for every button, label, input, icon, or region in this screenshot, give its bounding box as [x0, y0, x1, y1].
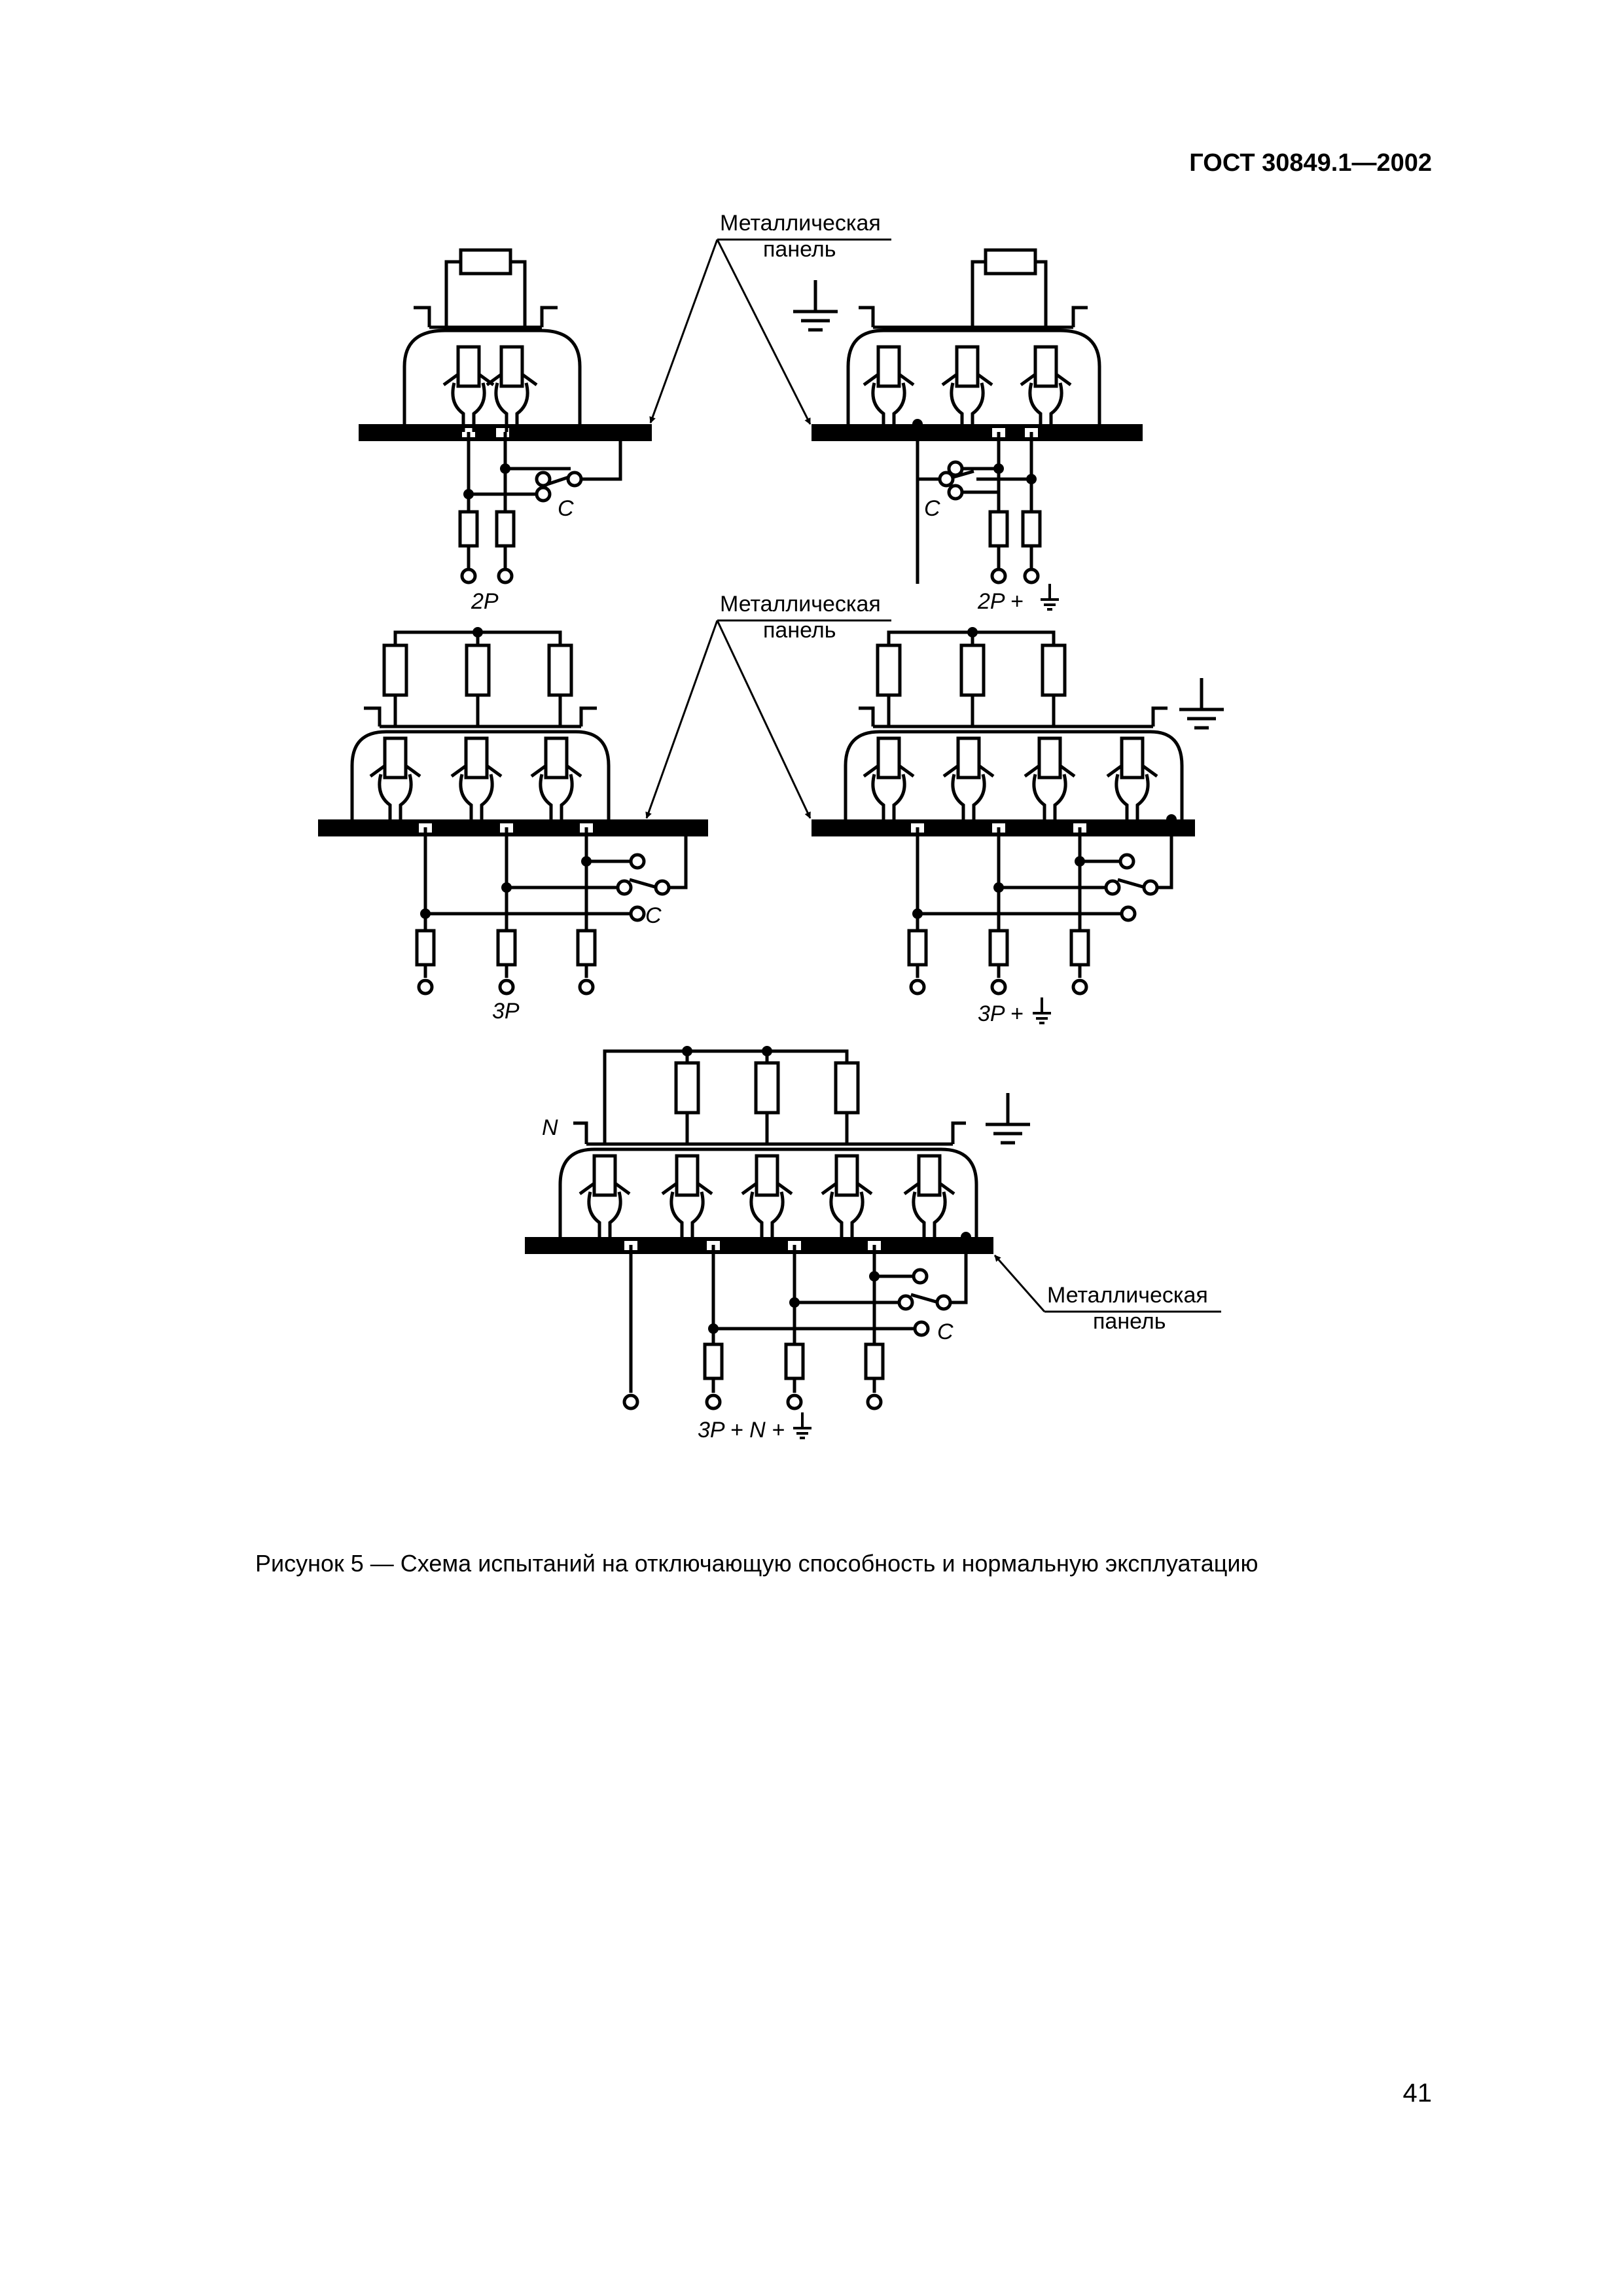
page-number: 41 [1402, 2079, 1433, 2108]
switch-label: C [645, 903, 662, 928]
switch-label: C [924, 496, 940, 521]
panel-callout-2: Металлическая панель [645, 592, 891, 819]
panel-label-line2: панель [763, 237, 836, 262]
switch-label: C [558, 496, 574, 521]
earth-ground-icon [1179, 678, 1224, 728]
diagram-3p-ground: 3P + [812, 627, 1195, 1026]
panel-label-line2: панель [1093, 1309, 1166, 1334]
figure-caption: Рисунок 5 — Схема испытаний на отключающ… [255, 1550, 1258, 1577]
earth-ground-icon [986, 1093, 1030, 1143]
diagram-3p: C 3P [318, 627, 708, 1024]
panel-label-line1: Металлическая [1047, 1283, 1208, 1308]
neutral-label: N [542, 1115, 558, 1140]
config-label-2p: 2P [471, 589, 499, 614]
config-label-2p-ground: 2P + [977, 589, 1024, 614]
config-label-3p-ground: 3P + [978, 1001, 1024, 1026]
config-label-3pn-ground: 3P + N + [698, 1418, 785, 1443]
panel-callout-1: Металлическая панель [649, 211, 891, 425]
load-resistor [984, 248, 1037, 276]
page-header: ГОСТ 30849.1—2002 [1189, 149, 1432, 177]
diagram-3pn-ground: C N 3P + N + [525, 1046, 993, 1443]
earth-ground-icon [793, 280, 838, 330]
diagram-2p: C 2P [359, 248, 652, 614]
panel-label-line2: панель [763, 618, 836, 643]
metal-panel [525, 1237, 993, 1254]
config-label-3p: 3P [492, 999, 520, 1024]
diagram-2p-ground: C 2P + [812, 248, 1143, 614]
metal-panel [812, 424, 1143, 441]
switch-label: C [937, 1319, 954, 1344]
panel-label-line1: Металлическая [720, 211, 881, 236]
panel-callout-3: Металлическая панель [993, 1255, 1221, 1334]
panel-label-line1: Металлическая [720, 592, 881, 617]
load-resistor [459, 248, 512, 276]
